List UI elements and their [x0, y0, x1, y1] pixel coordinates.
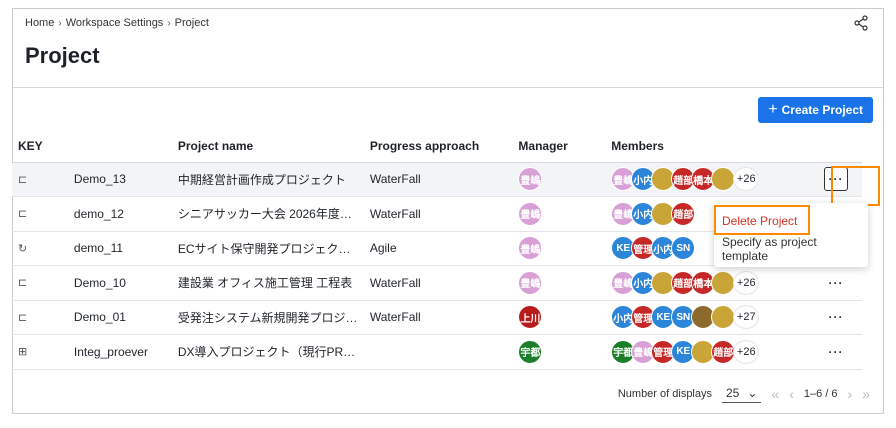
col-name: Project name — [171, 130, 364, 163]
bee-avatar-icon — [711, 270, 736, 295]
project-name[interactable]: 建設業 オフィス施工管理 工程表 — [177, 276, 353, 291]
waterfall-icon: ⊏ — [18, 311, 28, 324]
table-row[interactable]: ⊞ Integ_proever DX導入プロジェクト（現行PROE… 宇都 宇都… — [12, 334, 862, 370]
member-list: 豊嶋 小内 趙部 — [611, 201, 804, 226]
divider — [13, 87, 883, 88]
member-list: 豊嶋 小内 趙部 橋本 +26 — [611, 270, 804, 295]
manager-avatar: 豊嶋 — [518, 270, 543, 295]
row-action-menu: Delete Project Specify as project templa… — [714, 203, 868, 267]
progress-approach: WaterFall — [363, 265, 513, 301]
highlight-box-delete — [714, 205, 810, 235]
waterfall-icon: ⊏ — [18, 173, 28, 186]
progress-approach — [363, 334, 513, 370]
project-name[interactable]: DX導入プロジェクト（現行PROE… — [177, 345, 358, 360]
manager-avatar: 豊嶋 — [518, 201, 543, 226]
project-key: demo_11 — [67, 231, 172, 266]
breadcrumb: Home › Workspace Settings › Project — [25, 17, 209, 29]
table-row[interactable]: ⊏ Demo_10 建設業 オフィス施工管理 工程表 WaterFall 豊嶋 … — [12, 265, 862, 301]
member-list: 小内 管理 KE SN +27 — [611, 305, 804, 330]
member-list: 宇都 豊嶋 管理 KE 趙部 +26 — [611, 339, 804, 364]
project-key: Demo_01 — [67, 300, 172, 335]
bee-avatar-icon — [711, 167, 736, 192]
project-key: Integ_proever — [67, 334, 172, 370]
member-count[interactable]: +26 — [733, 270, 760, 295]
col-progress: Progress approach — [363, 130, 513, 163]
member-list: KE 管理 小内 SN — [611, 236, 804, 261]
project-name[interactable]: ECサイト保守開発プロジェクト（… — [177, 241, 358, 256]
breadcrumb-current: Project — [174, 17, 209, 29]
page-title: Project — [25, 43, 100, 68]
project-name[interactable]: シニアサッカー大会 2026年度年… — [177, 207, 358, 222]
member-list: 豊嶋 小内 趙部 橋本 +26 — [611, 167, 804, 192]
last-page-icon[interactable]: » — [862, 385, 870, 402]
manager-avatar: 豊嶋 — [518, 236, 543, 261]
create-project-label: Create Project — [781, 103, 863, 117]
page-size-select[interactable]: 25 ⌄ — [722, 384, 762, 403]
prev-page-icon[interactable]: ‹ — [789, 385, 794, 402]
first-page-icon[interactable]: « — [771, 385, 780, 402]
manager-avatar: 宇都 — [518, 339, 543, 364]
chevron-right-icon: › — [58, 17, 62, 29]
bee-avatar-icon — [711, 305, 736, 330]
col-manager: Manager — [512, 130, 606, 163]
integration-icon: ⊞ — [18, 346, 28, 359]
col-members: Members — [605, 130, 811, 163]
table-row[interactable]: ⊏ Demo_13 中期経営計画作成プロジェクト WaterFall 豊嶋 豊嶋… — [12, 162, 862, 197]
more-actions-icon[interactable]: ··· — [828, 310, 844, 325]
page-size-label: Number of displays — [617, 387, 712, 400]
member-count[interactable]: +26 — [733, 339, 760, 364]
chevron-down-icon: ⌄ — [747, 386, 758, 400]
breadcrumb-workspace[interactable]: Workspace Settings — [65, 17, 164, 29]
avatar: 趙部 — [711, 339, 736, 364]
page-range: 1–6 / 6 — [803, 387, 838, 400]
waterfall-icon: ⊏ — [18, 208, 28, 221]
page-size-value: 25 — [726, 386, 740, 400]
delete-project-menu-item[interactable]: Delete Project — [722, 214, 798, 228]
project-key: demo_12 — [67, 196, 172, 232]
more-actions-icon[interactable]: ··· — [828, 344, 844, 359]
project-name[interactable]: 受発注システム新規開発プロジェ… — [177, 310, 358, 325]
avatar: SN — [671, 236, 696, 261]
plus-icon: + — [768, 101, 778, 118]
member-count[interactable]: +27 — [733, 305, 760, 330]
col-key-spacer — [67, 130, 172, 163]
progress-approach: WaterFall — [363, 196, 513, 232]
col-key: KEY — [12, 130, 68, 163]
highlight-box-actions — [831, 166, 880, 206]
progress-approach: WaterFall — [363, 162, 513, 197]
chevron-right-icon: › — [167, 17, 171, 29]
progress-approach: WaterFall — [363, 300, 513, 335]
manager-avatar: 上川 — [518, 305, 543, 330]
more-actions-icon[interactable]: ··· — [824, 167, 849, 192]
create-project-button[interactable]: + Create Project — [758, 97, 873, 123]
project-name[interactable]: 中期経営計画作成プロジェクト — [177, 172, 346, 187]
progress-approach: Agile — [363, 231, 513, 266]
avatar: 豊嶋 — [611, 167, 636, 192]
agile-icon: ↻ — [18, 242, 28, 255]
template-menu-item[interactable]: Specify as project template — [722, 235, 817, 263]
project-key: Demo_13 — [67, 162, 172, 197]
pagination: Number of displays 25 ⌄ « ‹ 1–6 / 6 › » — [618, 384, 870, 403]
share-icon[interactable] — [853, 15, 869, 31]
col-actions — [810, 130, 862, 163]
member-count[interactable]: +26 — [733, 167, 760, 192]
avatar: 趙部 — [671, 201, 696, 226]
project-key: Demo_10 — [67, 265, 172, 301]
manager-avatar: 豊嶋 — [518, 167, 543, 192]
next-page-icon[interactable]: › — [847, 385, 853, 402]
waterfall-icon: ⊏ — [18, 277, 28, 290]
table-header: KEY Project name Progress approach Manag… — [12, 130, 862, 163]
table-row[interactable]: ⊏ Demo_01 受発注システム新規開発プロジェ… WaterFall 上川 … — [12, 300, 862, 335]
more-actions-icon[interactable]: ··· — [828, 275, 844, 290]
breadcrumb-home[interactable]: Home — [25, 17, 55, 29]
